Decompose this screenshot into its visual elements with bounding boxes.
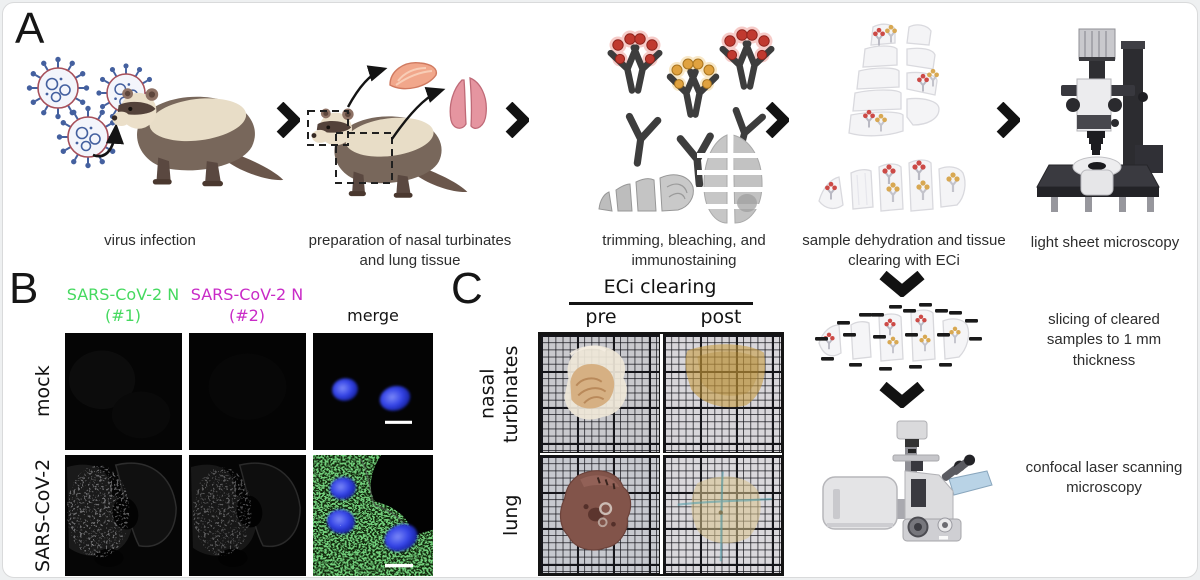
ferret-illustration: [311, 108, 468, 198]
column-label-pre: pre: [585, 306, 617, 328]
cleared-tissue-illustration: [818, 23, 966, 212]
eci-clearing-title: ECi clearing: [603, 276, 717, 298]
micrograph-mock-merge: [313, 333, 433, 450]
ferret-illustration: [111, 88, 284, 187]
red-labeled-antibody-pair: [722, 27, 773, 90]
trimmed-turbinate-slices: [598, 174, 694, 212]
arrow-to-lungs: [391, 86, 446, 140]
slicing-illustration: [815, 303, 982, 371]
photo-turbinate-post: [662, 334, 782, 453]
trimmed-lung-slices: [697, 133, 767, 225]
step-caption-slicing: slicing of cleared samples to 1 mm thick…: [1046, 311, 1162, 369]
step-caption-immunostaining: trimming, bleaching, and immunostaining: [602, 232, 766, 270]
step-caption-virus-infection: virus infection: [104, 232, 196, 249]
virus-infection-illustration: [21, 53, 284, 187]
photo-lung-pre: [540, 455, 660, 574]
chevron-right-icon: [765, 102, 789, 138]
micrograph-mock-n2: [189, 333, 306, 450]
row-label-nasal-turbinates: nasal turbinates: [476, 345, 522, 443]
step-caption-clearing: sample dehydration and tissue clearing w…: [802, 232, 1006, 270]
micrograph-mock-n1: [65, 333, 182, 450]
micrograph-sars-n1: [65, 455, 182, 576]
column-header-n1: SARS-CoV-2 N (#1): [66, 284, 180, 326]
light-sheet-microscope-illustration: [1036, 28, 1163, 212]
confocal-microscope-illustration: [822, 420, 993, 542]
antibody-icon: [623, 116, 658, 165]
title-underline: [569, 302, 753, 305]
panel-b-label: B: [9, 264, 39, 313]
scale-bar: [385, 563, 413, 568]
arrow-to-turbinates: [346, 65, 388, 108]
step-caption-confocal: confocal laser scanning microscopy: [1025, 459, 1183, 497]
clearing-photo-grid: [538, 332, 784, 576]
column-header-n2: SARS-CoV-2 N (#2): [190, 284, 304, 326]
chevron-down-icon: [879, 271, 925, 297]
step-caption-preparation: preparation of nasal turbinates and lung…: [308, 232, 512, 270]
row-label-lung: lung: [500, 494, 523, 537]
panel-c-label: C: [451, 264, 483, 313]
chevron-right-icon: [505, 102, 529, 138]
virus-icon: [27, 57, 89, 119]
column-label-post: post: [700, 306, 742, 328]
step-caption-light-sheet: light sheet microscopy: [1030, 234, 1180, 251]
lung-tissue: [449, 77, 487, 129]
orange-labeled-antibody-pair: [669, 56, 717, 117]
chest-dissection-box: [335, 132, 393, 184]
row-label-sars-cov-2: SARS-CoV-2: [32, 458, 55, 573]
tissue-preparation-illustration: [307, 62, 487, 198]
micrograph-sars-merge: [313, 455, 433, 576]
row-label-mock: mock: [32, 365, 55, 418]
photo-lung-post: [662, 455, 782, 574]
virus-icon: [57, 106, 119, 168]
column-header-merge: merge: [347, 306, 399, 326]
nasal-turbinate-tissue: [389, 62, 438, 90]
panel-a-label: A: [15, 4, 45, 53]
infection-arrow: [92, 123, 125, 158]
photo-turbinate-pre: [540, 334, 660, 453]
cleared-slice-row: [818, 159, 966, 212]
immunostaining-illustration: [598, 15, 775, 225]
chevron-down-icon: [879, 382, 925, 408]
chevron-right-icon: [276, 102, 300, 138]
red-labeled-antibody-pair: [610, 31, 661, 94]
chevron-right-icon: [996, 102, 1020, 138]
micrograph-sars-n2: [189, 455, 306, 576]
scale-bar: [385, 420, 412, 424]
